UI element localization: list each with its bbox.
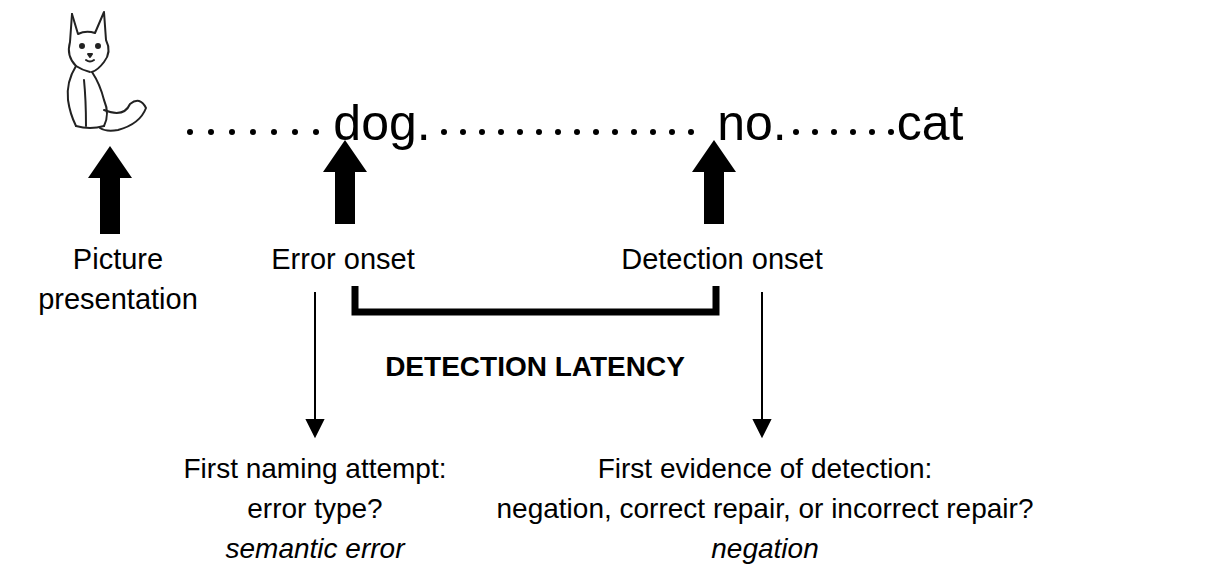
answer-text: semantic error: [226, 534, 405, 565]
dotted-timeline: [187, 129, 894, 135]
event-label: presentation: [38, 284, 198, 316]
timeline-word: dog.: [333, 96, 430, 151]
event-label: Picture: [73, 244, 163, 276]
event-label: Detection onset: [621, 244, 823, 276]
question-text: First naming attempt:: [184, 454, 447, 485]
timeline-word: cat: [897, 96, 964, 151]
question-text: First evidence of detection:: [598, 454, 933, 485]
event-label: Error onset: [271, 244, 414, 276]
question-text: negation, correct repair, or incorrect r…: [497, 494, 1034, 525]
timeline-word: no.: [717, 96, 787, 151]
latency-bracket: [355, 286, 716, 312]
down-arrows: [307, 292, 770, 436]
cat-illustration: [68, 12, 146, 131]
onset-arrows: [88, 140, 736, 234]
question-text: error type?: [247, 494, 382, 525]
latency-label: DETECTION LATENCY: [385, 352, 685, 383]
answer-text: negation: [711, 534, 818, 565]
